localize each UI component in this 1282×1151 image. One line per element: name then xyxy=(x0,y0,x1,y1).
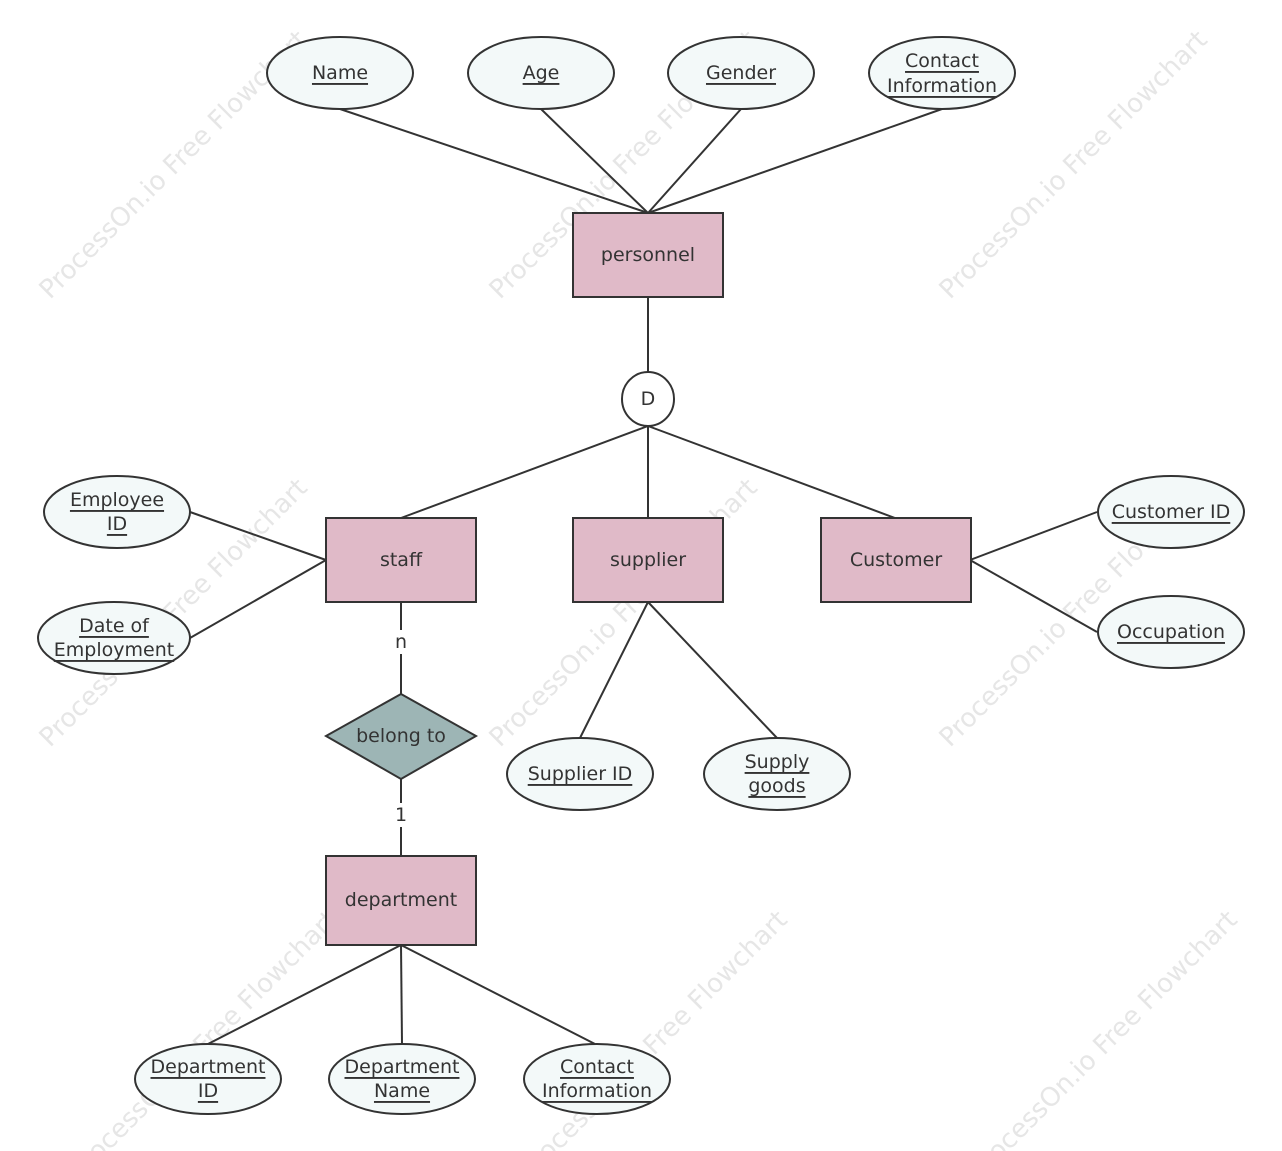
edge-customer-occupation xyxy=(969,559,1098,633)
watermark: ProcessOn.io Free Flowchart xyxy=(964,905,1244,1151)
attribute-label: ID xyxy=(198,1080,218,1102)
edge-supplier-supplier-id xyxy=(579,601,649,739)
attribute-department-id[interactable]: Department ID xyxy=(134,1043,282,1115)
attribute-supply-goods[interactable]: Supply goods xyxy=(703,737,851,811)
attribute-age[interactable]: Age xyxy=(467,36,615,110)
watermark: ProcessOn.io Free Flowchart xyxy=(484,473,764,753)
attribute-label: Employment xyxy=(54,639,174,661)
entity-label: Customer xyxy=(850,549,942,571)
attribute-label: Customer ID xyxy=(1112,501,1231,523)
edge-staff-date-employment xyxy=(189,559,327,639)
attribute-label: Gender xyxy=(706,62,776,84)
entity-label: staff xyxy=(380,549,423,571)
edge-customer-customer-id xyxy=(969,511,1098,561)
attribute-supplier-id[interactable]: Supplier ID xyxy=(506,737,654,811)
edge-personnel-gender xyxy=(647,108,742,214)
attribute-label: Supply xyxy=(745,751,810,773)
entity-supplier[interactable]: supplier xyxy=(572,517,724,603)
attribute-name[interactable]: Name xyxy=(266,36,414,110)
attribute-label: goods xyxy=(748,775,805,797)
edge-personnel-contact xyxy=(647,108,943,214)
attribute-occupation[interactable]: Occupation xyxy=(1097,595,1245,669)
attribute-employee-id[interactable]: Employee ID xyxy=(43,475,191,549)
attribute-label: Department xyxy=(345,1056,460,1078)
edge-disjoint-staff xyxy=(400,425,649,519)
attribute-label: Department xyxy=(151,1056,266,1078)
attribute-label: Contact xyxy=(905,50,979,72)
entity-department[interactable]: department xyxy=(325,855,477,946)
attribute-label: Supplier ID xyxy=(528,763,633,785)
relationship-belong-to[interactable]: belong to xyxy=(323,692,479,781)
entity-customer[interactable]: Customer xyxy=(820,517,972,603)
attribute-label: Date of xyxy=(79,615,150,637)
attribute-label: Contact xyxy=(560,1056,634,1078)
attribute-label: Information xyxy=(542,1080,652,1102)
edge-personnel-name xyxy=(339,108,649,214)
edge-staff-employee-id xyxy=(189,511,327,561)
attribute-label: Name xyxy=(312,62,368,84)
edge-supplier-supply-goods xyxy=(647,601,778,739)
attribute-date-of-employment[interactable]: Date of Employment xyxy=(37,601,191,675)
attribute-label: Age xyxy=(523,62,560,84)
edge-department-dept-name xyxy=(400,944,403,1045)
entity-label: department xyxy=(345,889,457,911)
attribute-department-name[interactable]: Department Name xyxy=(328,1043,476,1115)
disjoint-node[interactable]: D xyxy=(621,371,675,427)
attribute-label: Employee xyxy=(70,489,164,511)
attribute-label: ID xyxy=(107,513,127,535)
entity-staff[interactable]: staff xyxy=(325,517,477,603)
cardinality-department: 1 xyxy=(395,804,407,826)
entity-label: supplier xyxy=(610,549,686,571)
watermark: ProcessOn.io Free Flowchart xyxy=(514,905,794,1151)
entity-personnel[interactable]: personnel xyxy=(572,212,724,298)
attribute-gender[interactable]: Gender xyxy=(667,36,815,110)
attribute-label: Name xyxy=(374,1080,430,1102)
edge-personnel-age xyxy=(540,108,649,214)
connectors xyxy=(189,108,1098,1045)
disjoint-label: D xyxy=(641,388,656,410)
attribute-department-contact-information[interactable]: Contact Information xyxy=(523,1043,671,1115)
edge-department-dept-id xyxy=(207,944,402,1045)
entity-label: personnel xyxy=(601,244,695,266)
attribute-label: Occupation xyxy=(1117,621,1225,643)
edge-disjoint-customer xyxy=(647,425,896,519)
edge-department-contact xyxy=(400,944,596,1045)
attribute-label: Information xyxy=(887,75,997,97)
cardinality-staff: n xyxy=(395,631,407,653)
attribute-customer-id[interactable]: Customer ID xyxy=(1097,475,1245,549)
attribute-contact-information[interactable]: Contact Information xyxy=(868,36,1016,110)
relationship-label: belong to xyxy=(356,725,446,747)
